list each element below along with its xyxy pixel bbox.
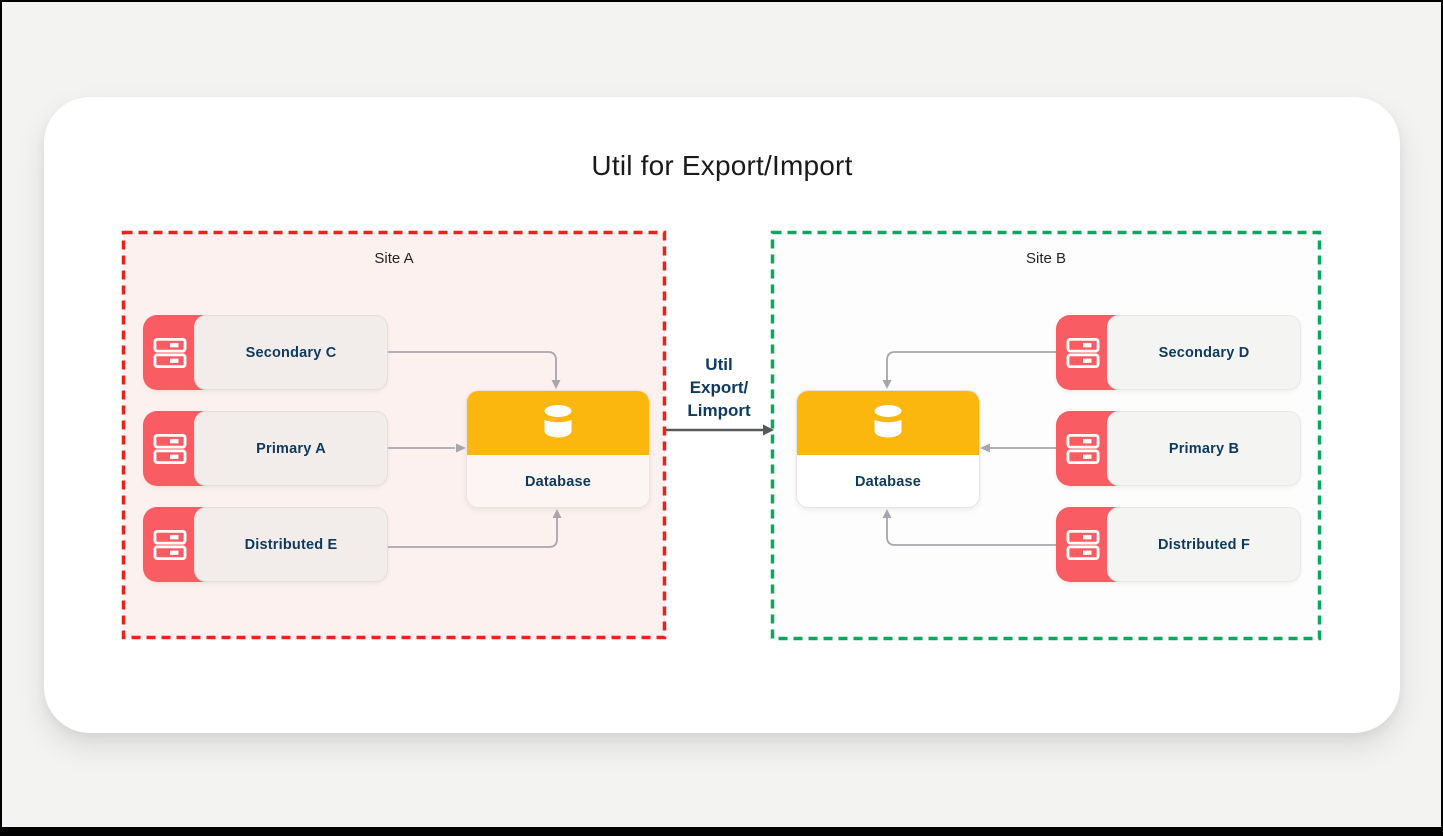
connector-label-line1: Util	[705, 355, 733, 374]
site-b-label: Site B	[1025, 250, 1067, 267]
server-icon	[1066, 337, 1100, 368]
database-node-site-a[interactable]: Database	[466, 390, 650, 508]
server-node-primary-a[interactable]: Primary A	[143, 411, 388, 486]
diagram-card: Util for Export/Import Site A Site B Sec…	[44, 97, 1400, 733]
database-icon	[874, 405, 902, 438]
site-a-label: Site A	[374, 250, 414, 267]
server-node-primary-b[interactable]: Primary B	[1056, 411, 1301, 486]
connector-label-line2: Export/	[689, 378, 749, 397]
connector-label: Util Export/ Limport	[659, 353, 779, 422]
database-node-site-b[interactable]: Database	[796, 390, 980, 508]
server-label: Distributed F	[1157, 536, 1250, 553]
server-icon	[1066, 433, 1100, 464]
server-label: Primary B	[1168, 440, 1240, 457]
database-icon	[544, 405, 572, 438]
database-label: Database	[524, 473, 592, 490]
diagram-title: Util for Export/Import	[591, 150, 853, 181]
database-label: Database	[854, 473, 922, 490]
server-node-secondary-c[interactable]: Secondary C	[143, 315, 388, 390]
server-node-distributed-e[interactable]: Distributed E	[143, 507, 388, 582]
server-node-distributed-f[interactable]: Distributed F	[1056, 507, 1301, 582]
server-icon	[153, 337, 187, 368]
server-label: Primary A	[256, 440, 326, 457]
server-label: Secondary D	[1158, 344, 1250, 361]
server-icon	[1066, 529, 1100, 560]
server-node-secondary-d[interactable]: Secondary D	[1056, 315, 1301, 390]
server-icon	[153, 433, 187, 464]
server-icon	[153, 529, 187, 560]
server-label: Secondary C	[245, 344, 337, 361]
server-label: Distributed E	[244, 536, 338, 553]
connector-label-line3: Limport	[687, 401, 751, 420]
